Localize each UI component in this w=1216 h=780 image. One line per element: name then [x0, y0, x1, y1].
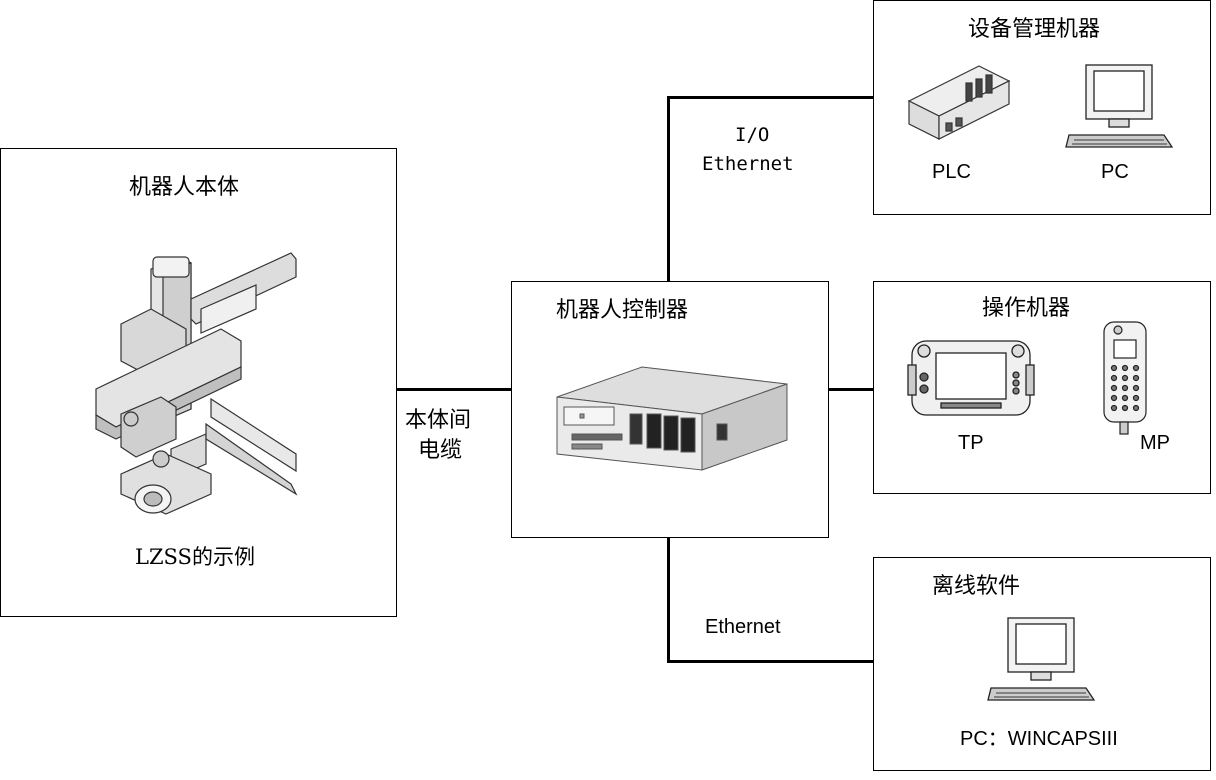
body-cable-label-line1: 本体间 — [405, 408, 472, 433]
robot-controller-box: 机器人控制器 — [511, 281, 829, 538]
wincaps-label: PC：WINCAPSIII — [960, 728, 1118, 750]
plc-label: PLC — [932, 161, 971, 183]
io-label-line2: Ethernet — [702, 153, 794, 175]
robot-body-caption: LZSS的示例 — [135, 545, 255, 569]
offline-title: 离线软件 — [932, 574, 1021, 599]
offline-box: 离线软件 PC：WINCAPSIII — [873, 557, 1211, 771]
tp-label: TP — [958, 432, 984, 454]
pc-label: PC — [1101, 161, 1129, 183]
mini-pendant-icon — [1103, 321, 1147, 435]
io-label-line1: I/O — [735, 124, 770, 146]
offline-vertical-line — [667, 537, 670, 663]
device-mgmt-horizontal-line — [667, 96, 874, 99]
mp-label: MP — [1140, 432, 1170, 454]
device-mgmt-title: 设备管理机器 — [968, 17, 1101, 42]
body-cable-line — [396, 388, 511, 391]
pc-icon — [987, 617, 1096, 701]
operation-title: 操作机器 — [982, 296, 1071, 321]
ethernet-label: Ethernet — [705, 616, 781, 638]
robot-body-title: 机器人本体 — [129, 175, 240, 200]
device-mgmt-box: 设备管理机器 PLC PC — [873, 0, 1211, 215]
plc-icon — [907, 65, 1011, 140]
offline-horizontal-line — [667, 660, 874, 663]
device-mgmt-vertical-line — [667, 96, 670, 282]
teach-pendant-icon — [907, 340, 1035, 416]
robot-controller-title: 机器人控制器 — [556, 298, 689, 323]
robot-arm-icon — [95, 252, 298, 515]
operation-box: 操作机器 TP — [873, 281, 1211, 494]
controller-unit-icon — [556, 366, 788, 471]
operation-connection-line — [828, 388, 874, 391]
body-cable-label-line2: 电缆 — [418, 438, 463, 463]
pc-icon — [1065, 64, 1174, 148]
robot-body-box: 机器人本体 LZSS的示例 — [0, 148, 397, 617]
